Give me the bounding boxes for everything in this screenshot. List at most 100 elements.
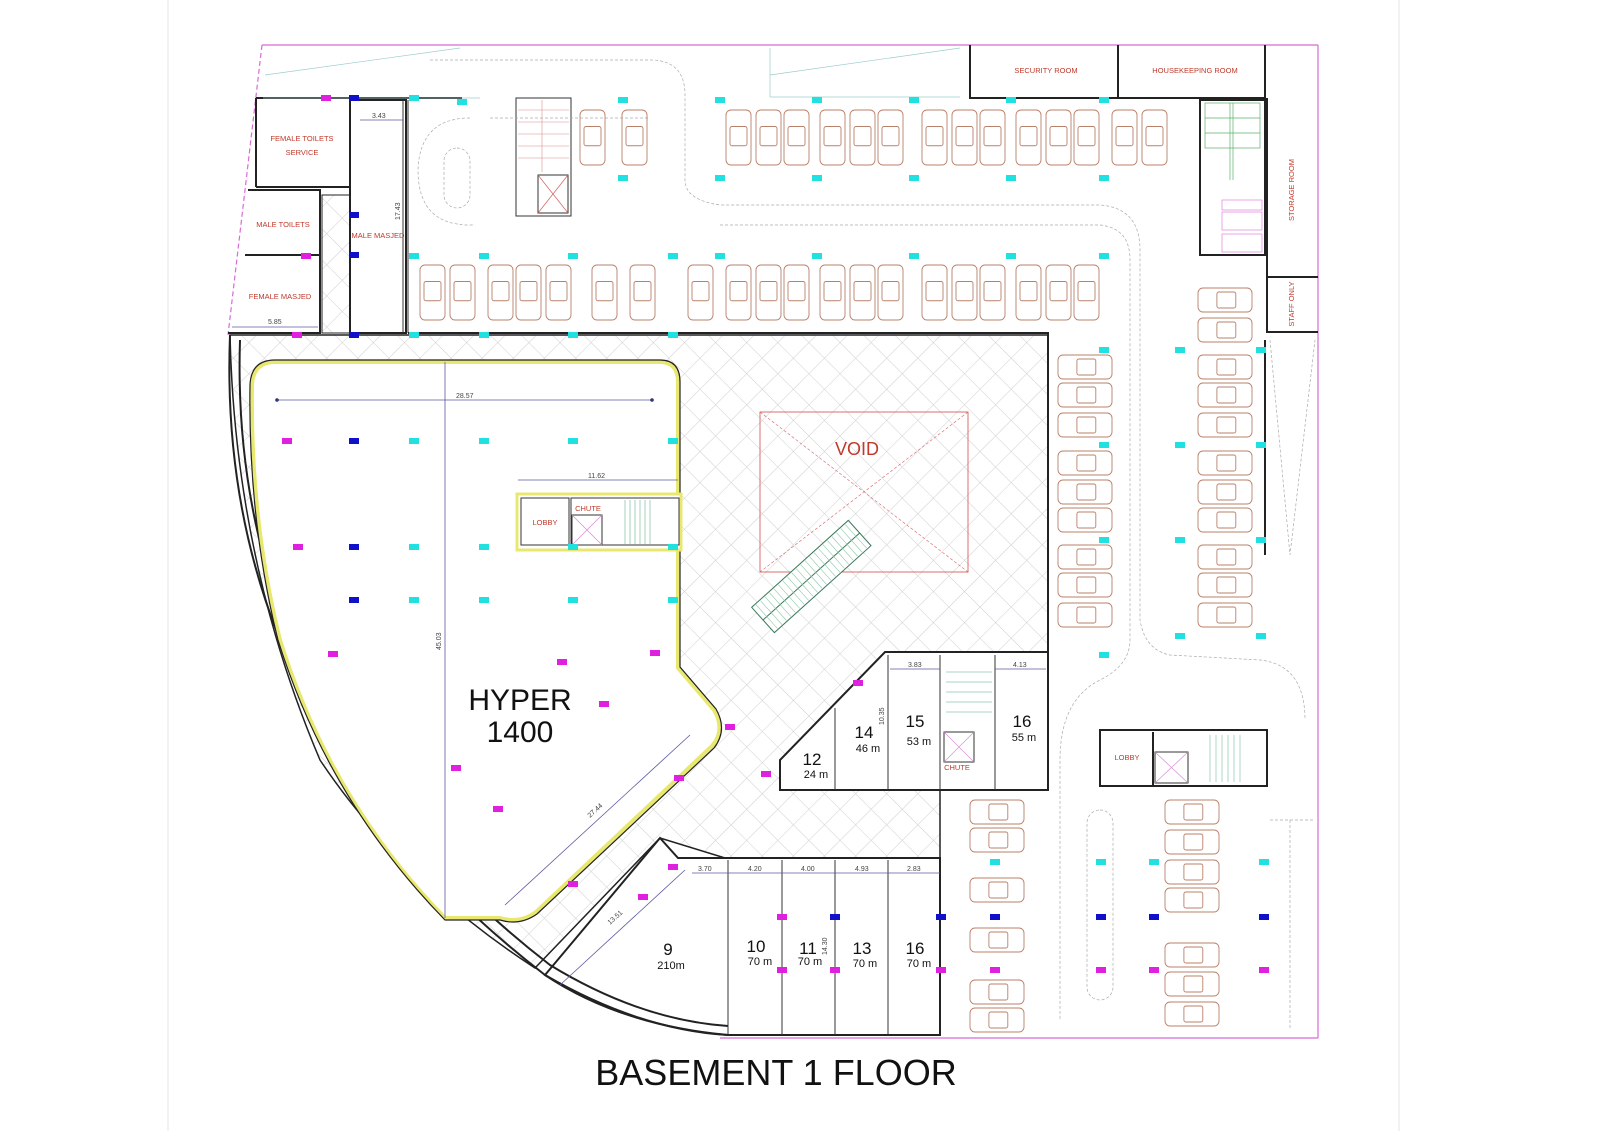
parking-space	[819, 109, 846, 166]
structural-column	[618, 175, 628, 181]
structural-column	[1099, 175, 1109, 181]
service-rooms: 3.43 17.43 5.85 FEMALE TOILETS SERVICE M…	[228, 97, 462, 334]
structural-column	[349, 332, 359, 338]
svg-text:10.35: 10.35	[879, 707, 886, 725]
structural-column	[1099, 347, 1109, 353]
parking-space	[783, 109, 810, 166]
parking-space	[969, 979, 1025, 1005]
parking-space	[783, 264, 810, 321]
structural-column	[479, 438, 489, 444]
structural-column	[909, 97, 919, 103]
structural-column	[936, 967, 946, 973]
svg-text:14.30: 14.30	[822, 937, 829, 955]
svg-text:HOUSEKEEPING ROOM: HOUSEKEEPING ROOM	[1152, 66, 1237, 75]
parking-space	[1111, 109, 1138, 166]
parking-space	[1197, 317, 1253, 343]
structural-column	[292, 332, 302, 338]
top-right-rooms: SECURITY ROOM HOUSEKEEPING ROOM STORAGE …	[969, 45, 1318, 555]
svg-text:CHUTE: CHUTE	[575, 504, 601, 513]
structural-column	[1256, 537, 1266, 543]
parking-space	[1141, 109, 1168, 166]
structural-column	[409, 332, 419, 338]
structural-column	[618, 97, 628, 103]
structural-column	[1175, 442, 1185, 448]
shops-lower: 3.70 4.20 4.00 4.93 2.83 13.51 14.30	[543, 836, 941, 1036]
parking-space	[1057, 544, 1113, 570]
structural-column	[668, 597, 678, 603]
stair-core-top	[515, 97, 572, 217]
svg-text:10: 10	[747, 937, 766, 956]
svg-text:STORAGE ROOM: STORAGE ROOM	[1287, 159, 1296, 221]
parking-space	[755, 264, 782, 321]
parking-space	[1197, 544, 1253, 570]
svg-text:14: 14	[855, 723, 874, 742]
parking-space	[969, 827, 1025, 853]
parking-space	[1197, 572, 1253, 598]
parking-space	[1057, 382, 1113, 408]
svg-text:MALE TOILETS: MALE TOILETS	[256, 220, 310, 229]
structural-column	[990, 859, 1000, 865]
svg-text:13: 13	[853, 939, 872, 958]
structural-column	[668, 864, 678, 870]
structural-column	[479, 332, 489, 338]
structural-column	[909, 253, 919, 259]
parking-space	[629, 264, 656, 321]
drawing-title: BASEMENT 1 FLOOR	[595, 1052, 956, 1093]
svg-text:4.20: 4.20	[748, 866, 762, 873]
parking-space	[1164, 971, 1220, 997]
parking-space	[921, 109, 948, 166]
structural-column	[1175, 347, 1185, 353]
parking-space	[1164, 942, 1220, 968]
structural-column	[715, 97, 725, 103]
svg-text:4.00: 4.00	[801, 866, 815, 873]
structural-column	[761, 771, 771, 777]
parking-space	[877, 109, 904, 166]
hyper-name: HYPER	[468, 684, 571, 717]
structural-column	[812, 175, 822, 181]
svg-text:24 m: 24 m	[804, 769, 828, 781]
svg-text:VOID: VOID	[835, 439, 879, 459]
parking-space	[969, 877, 1025, 903]
structural-column	[568, 544, 578, 550]
parking-space	[621, 109, 648, 166]
parking-space	[849, 109, 876, 166]
parking-space	[951, 264, 978, 321]
structural-column	[715, 175, 725, 181]
parking-space	[921, 264, 948, 321]
svg-text:70 m: 70 m	[748, 956, 772, 968]
structural-columns	[282, 95, 1269, 973]
structural-column	[349, 95, 359, 101]
structural-column	[1099, 442, 1109, 448]
parking-space	[877, 264, 904, 321]
svg-text:SERVICE: SERVICE	[286, 148, 319, 157]
structural-column	[936, 914, 946, 920]
dimension-label: 28.57	[456, 393, 474, 400]
svg-text:55 m: 55 m	[1012, 732, 1036, 744]
parking-space	[1164, 799, 1220, 825]
structural-column	[725, 724, 735, 730]
structural-column	[599, 701, 609, 707]
structural-column	[1149, 859, 1159, 865]
parking-space	[1164, 1001, 1220, 1027]
parking-space	[849, 264, 876, 321]
structural-column	[715, 253, 725, 259]
svg-text:16: 16	[1013, 712, 1032, 731]
parking-space	[951, 109, 978, 166]
structural-column	[1006, 175, 1016, 181]
parking-space	[579, 109, 606, 166]
structural-column	[674, 775, 684, 781]
entry-ramps	[263, 47, 961, 99]
svg-text:STAFF ONLY: STAFF ONLY	[1287, 281, 1296, 326]
svg-text:LOBBY: LOBBY	[532, 518, 557, 527]
structural-column	[451, 765, 461, 771]
parking-space	[755, 109, 782, 166]
structural-column	[1149, 914, 1159, 920]
structural-column	[1099, 253, 1109, 259]
svg-text:210m: 210m	[657, 960, 685, 972]
structural-column	[777, 967, 787, 973]
parking-space	[979, 109, 1006, 166]
svg-text:FEMALE MASJED: FEMALE MASJED	[249, 292, 312, 301]
structural-column	[830, 967, 840, 973]
parking-space	[1164, 859, 1220, 885]
